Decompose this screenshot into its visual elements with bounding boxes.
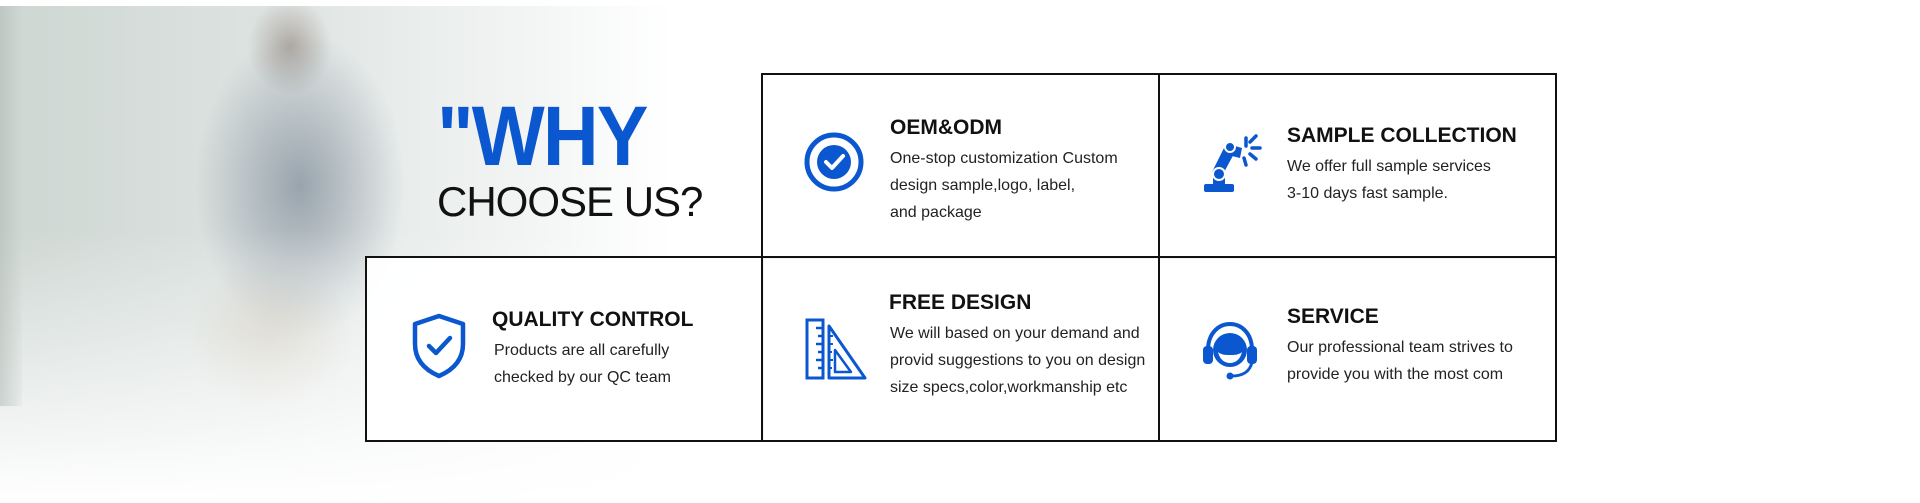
ruler-triangle-icon — [803, 316, 869, 382]
headset-agent-icon — [1198, 318, 1262, 382]
feature-title: OEM&ODM — [890, 116, 1002, 139]
section-headline: "WHY CHOOSE US? — [437, 89, 703, 226]
robot-arm-icon — [1198, 130, 1264, 196]
feature-description: We will based on your demand and provid … — [890, 325, 1146, 396]
features-grid: OEM&ODM One-stop customization Custom de… — [365, 73, 1557, 442]
feature-title: SERVICE — [1287, 305, 1379, 328]
feature-description: Products are all carefully checked by ou… — [494, 342, 671, 386]
shield-check-icon — [409, 312, 469, 380]
check-circle-icon — [803, 131, 865, 193]
feature-description: One-stop customization Custom design sam… — [890, 150, 1118, 221]
feature-title: FREE DESIGN — [889, 291, 1032, 314]
feature-quality-control: QUALITY CONTROL Products are all careful… — [365, 256, 764, 442]
feature-service: SERVICE Our professional team strives to… — [1158, 256, 1557, 442]
feature-oem-odm: OEM&ODM One-stop customization Custom de… — [761, 73, 1160, 259]
feature-title: SAMPLE COLLECTION — [1287, 124, 1517, 147]
feature-free-design: FREE DESIGN We will based on your demand… — [761, 256, 1160, 442]
headline-why: "WHY — [437, 89, 648, 183]
feature-description: We offer full sample services 3-10 days … — [1287, 158, 1491, 202]
feature-description: Our professional team strives to provide… — [1287, 339, 1513, 383]
hero-background-photo — [0, 6, 672, 503]
feature-title: QUALITY CONTROL — [492, 308, 694, 331]
feature-sample-collection: SAMPLE COLLECTION We offer full sample s… — [1158, 73, 1557, 259]
headline-choose-us: CHOOSE US? — [437, 178, 703, 225]
background-post — [0, 6, 22, 406]
